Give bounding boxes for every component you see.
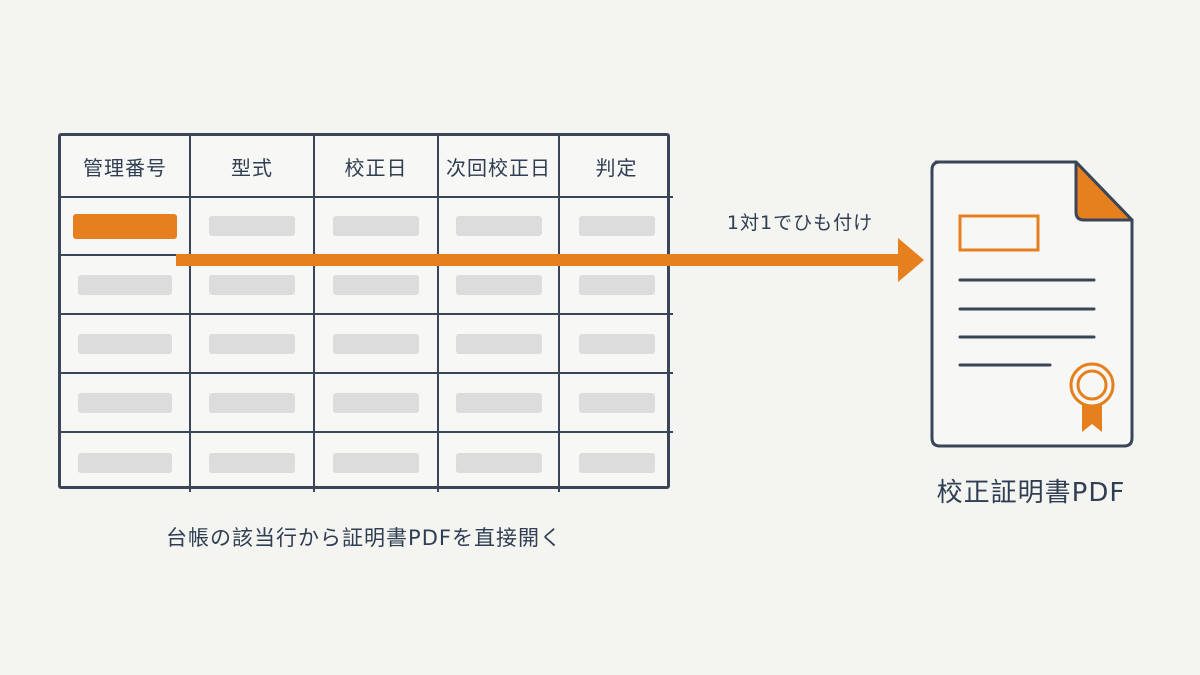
table-cell [560, 374, 673, 433]
cell-placeholder [209, 274, 295, 295]
table-cell [560, 433, 673, 492]
header-cell-judgment: 判定 [560, 136, 673, 198]
cell-placeholder [333, 274, 419, 295]
table-cell [315, 374, 439, 433]
header-cell-next-calibration-date: 次回校正日 [439, 136, 560, 198]
cell-placeholder [209, 452, 295, 473]
cell-placeholder [455, 392, 542, 413]
table-cell [61, 198, 191, 256]
header-label: 管理番号 [83, 155, 167, 180]
table-cell [315, 433, 439, 492]
table-cell [61, 433, 191, 492]
table-cell [560, 256, 673, 315]
cell-placeholder [78, 452, 172, 473]
header-cell-calibration-date: 校正日 [315, 136, 439, 198]
table-cell [315, 256, 439, 315]
cell-placeholder [455, 274, 542, 295]
cell-placeholder [578, 392, 655, 413]
header-label: 型式 [231, 155, 273, 180]
header-cell-management-number: 管理番号 [61, 136, 191, 198]
cell-placeholder [333, 216, 419, 236]
ledger-table: 管理番号 型式 校正日 次回校正日 判定 [58, 133, 673, 492]
link-label: 1対1でひも付け [726, 212, 874, 234]
table-cell [61, 374, 191, 433]
table-cell [439, 256, 560, 315]
cell-placeholder [78, 392, 172, 413]
document-icon[interactable] [926, 156, 1138, 452]
cell-placeholder [455, 452, 542, 473]
table-cell [439, 433, 560, 492]
table-cell [191, 374, 315, 433]
table-cell [61, 315, 191, 374]
cell-placeholder [578, 216, 655, 236]
table-cell [560, 315, 673, 374]
header-label: 次回校正日 [446, 155, 551, 180]
table-cell [61, 256, 191, 315]
table-cell [191, 433, 315, 492]
cell-placeholder [578, 452, 655, 473]
cell-placeholder [455, 216, 542, 236]
table-cell [191, 256, 315, 315]
cell-placeholder [209, 392, 295, 413]
header-label: 校正日 [344, 155, 408, 180]
table-cell [315, 315, 439, 374]
cell-placeholder [78, 333, 172, 354]
ledger-caption: 台帳の該当行から証明書PDFを直接開く [166, 526, 562, 550]
table-cell [191, 315, 315, 374]
header-cell-model: 型式 [191, 136, 315, 198]
table-cell [439, 315, 560, 374]
cell-placeholder [78, 274, 172, 295]
cell-placeholder [333, 333, 419, 354]
header-label: 判定 [595, 155, 638, 180]
cell-placeholder [209, 333, 295, 354]
cell-placeholder [578, 274, 655, 295]
cell-placeholder [578, 333, 655, 354]
document-caption: 校正証明書PDF [936, 478, 1126, 508]
table-cell [439, 374, 560, 433]
cell-placeholder [333, 392, 419, 413]
seal-ribbon-icon [1069, 362, 1115, 432]
cell-placeholder [209, 216, 295, 236]
cell-placeholder [455, 333, 542, 354]
cell-placeholder [333, 452, 419, 473]
highlighted-entry[interactable] [73, 213, 177, 239]
